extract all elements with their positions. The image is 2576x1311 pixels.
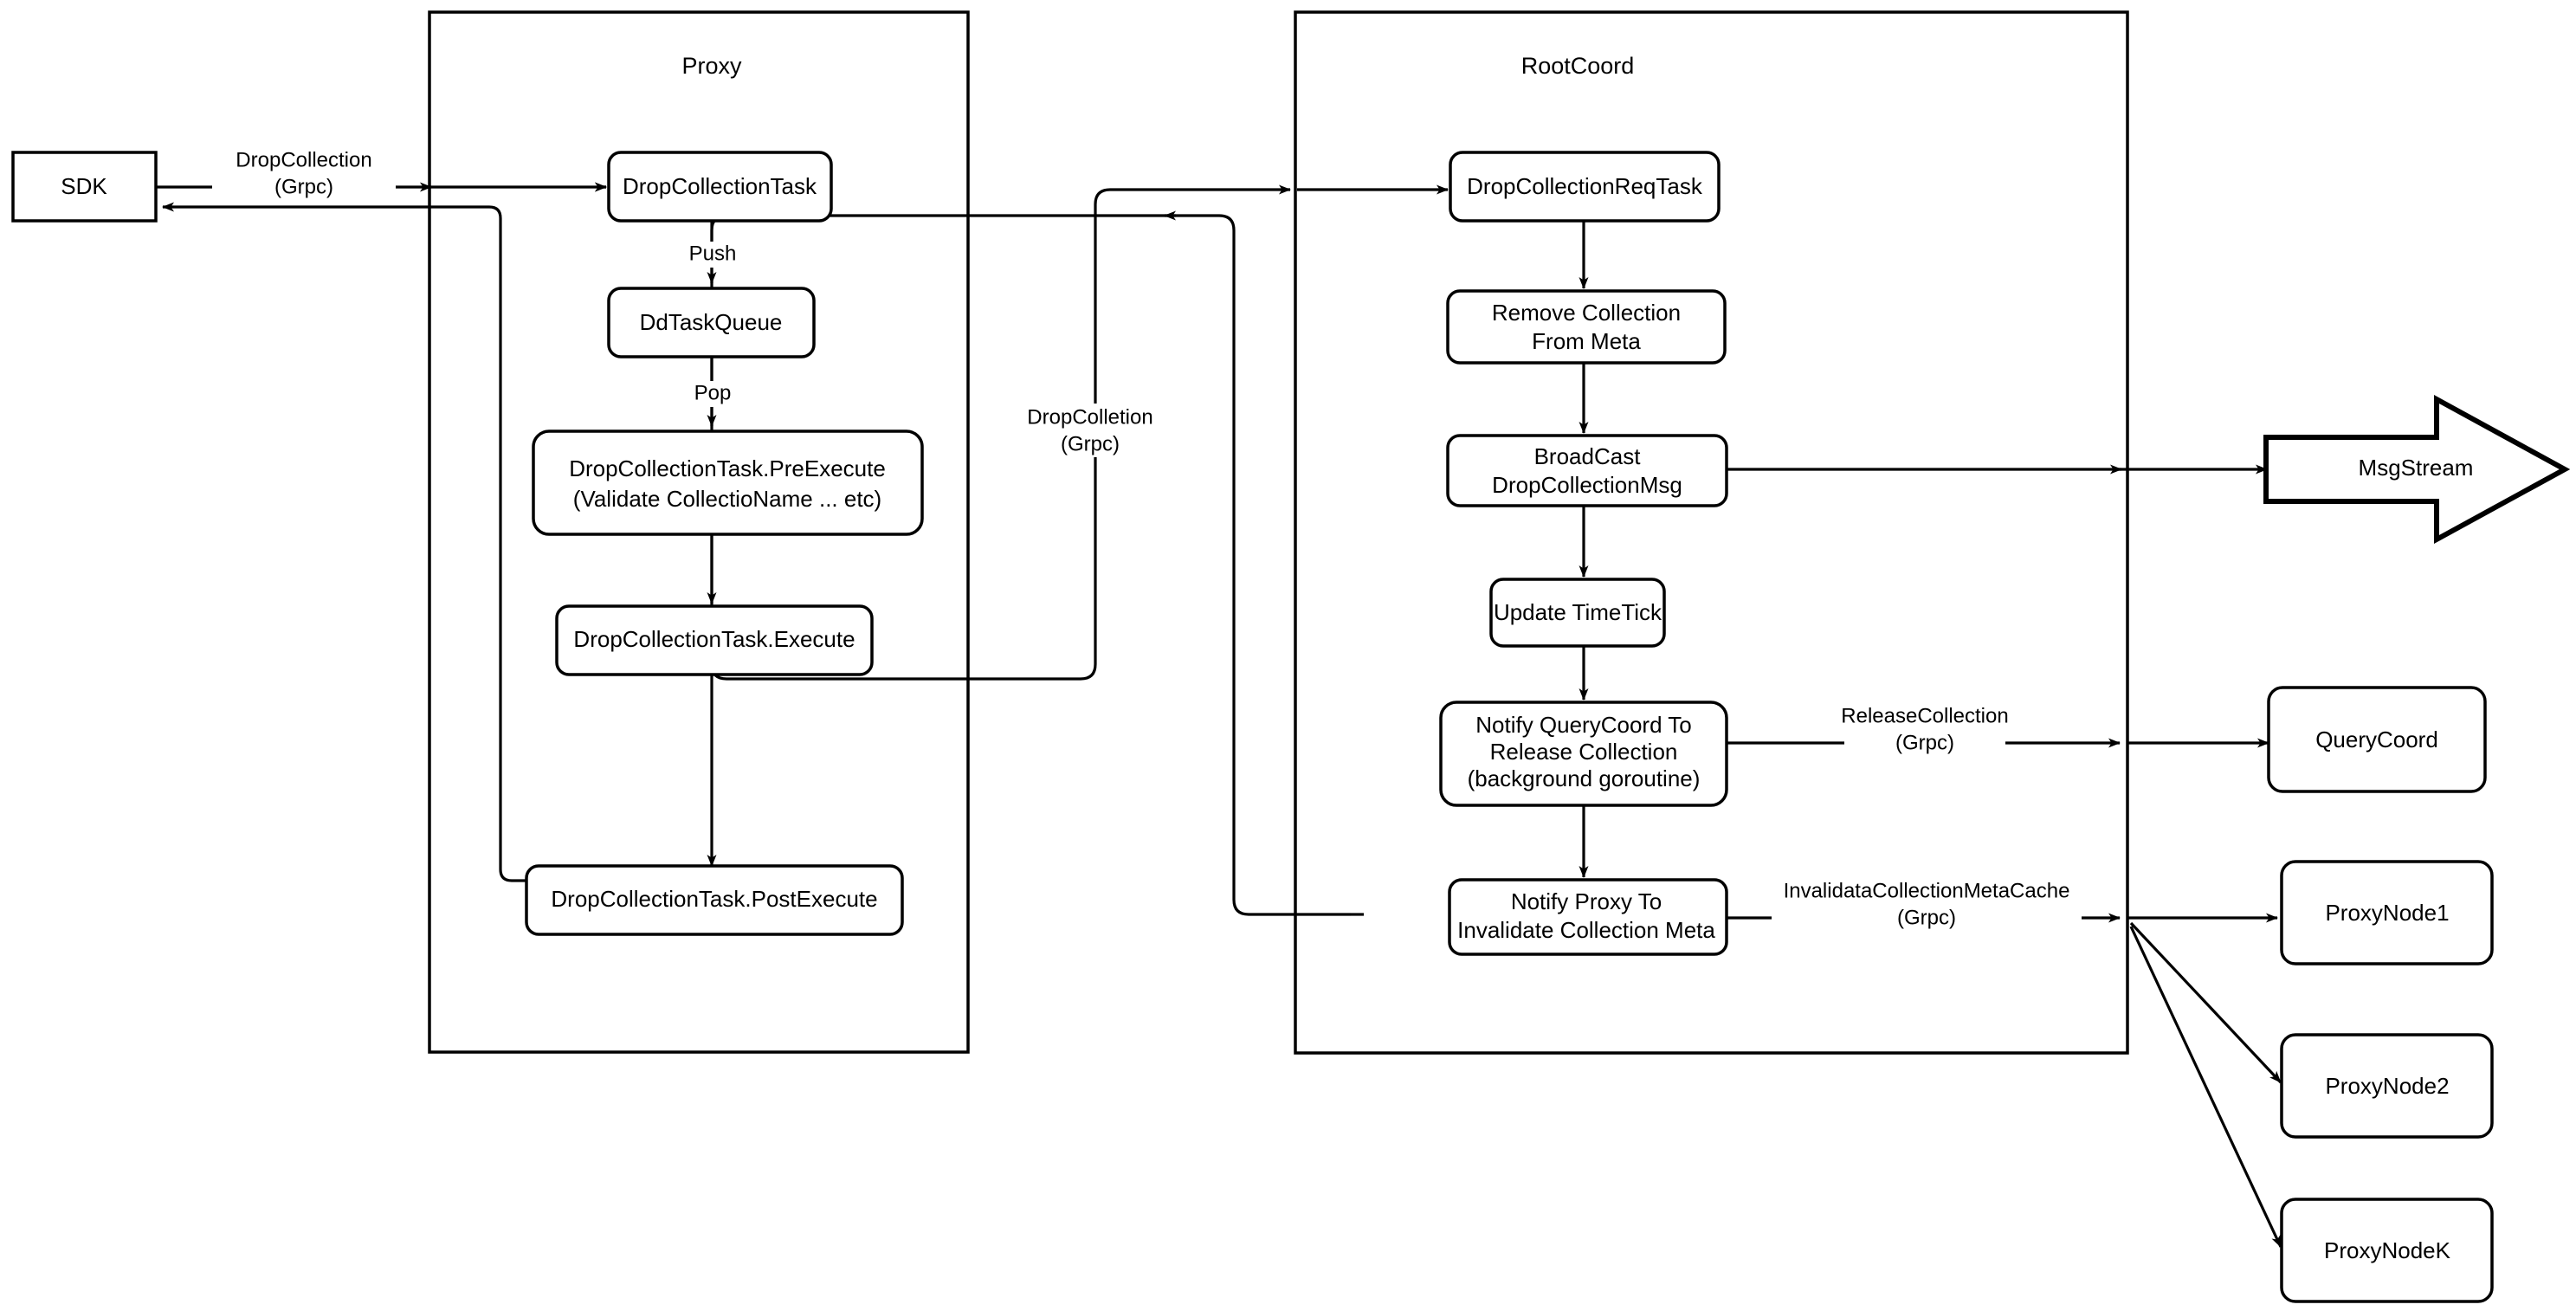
edge-label-pop-halo xyxy=(689,381,737,407)
pre-execute-label-line1: DropCollectionTask.PreExecute xyxy=(569,455,886,481)
proxy-container-border xyxy=(428,10,970,1054)
edge-rootcoord-return-line xyxy=(1165,214,1351,916)
node-proxynodek[interactable]: ProxyNodeK xyxy=(2280,1198,2494,1303)
proxynode2-box[interactable] xyxy=(2280,1033,2494,1139)
pre-execute-box[interactable] xyxy=(532,429,924,536)
proxynode1-label: ProxyNode1 xyxy=(2325,900,2449,926)
edge-label-release-collection-line1: ReleaseCollection xyxy=(1841,704,2008,727)
node-broadcast-drop-collection-msg[interactable]: BroadCast DropCollectionMsg xyxy=(1446,434,1728,507)
post-execute-label: DropCollectionTask.PostExecute xyxy=(551,886,877,912)
node-update-timetick[interactable]: Update TimeTick xyxy=(1489,578,1666,648)
node-dd-task-queue[interactable]: DdTaskQueue xyxy=(607,287,816,358)
proxynode1-box[interactable] xyxy=(2280,860,2494,965)
notify-querycoord-box[interactable] xyxy=(1439,701,1728,807)
edge-label-release-collection-halo xyxy=(1844,705,2005,759)
update-timetick-box[interactable] xyxy=(1489,578,1666,648)
edge-notify-proxy-to-proxynodek xyxy=(2129,926,2282,1248)
msgstream-label: MsgStream xyxy=(2359,455,2474,481)
proxynodek-label: ProxyNodeK xyxy=(2324,1237,2451,1263)
edge-label-proxy-rootcoord-halo xyxy=(1024,404,1175,457)
edge-label-release-collection: ReleaseCollection (Grpc) xyxy=(1841,704,2009,759)
remove-meta-label-line1: Remove Collection xyxy=(1492,300,1681,326)
edge-label-invalidate-cache-halo xyxy=(1772,880,2082,933)
proxynode2-label: ProxyNode2 xyxy=(2325,1073,2449,1099)
node-querycoord[interactable]: QueryCoord xyxy=(2267,686,2487,793)
notify-querycoord-label-line3: (background goroutine) xyxy=(1468,765,1701,791)
edge-label-invalidate-cache-line1: InvalidataCollectionMetaCache xyxy=(1784,879,2070,902)
broadcast-label-line1: BroadCast xyxy=(1534,443,1642,469)
node-proxynode1[interactable]: ProxyNode1 xyxy=(2280,860,2494,965)
node-execute[interactable]: DropCollectionTask.Execute xyxy=(555,604,874,676)
notify-proxy-label-line1: Notify Proxy To xyxy=(1511,888,1662,914)
edge-label-push: Push xyxy=(686,242,739,268)
broadcast-box[interactable] xyxy=(1446,434,1728,507)
container-proxy: Proxy xyxy=(428,10,970,1054)
req-task-label: DropCollectionReqTask xyxy=(1467,173,1703,199)
drop-collection-task-label: DropCollectionTask xyxy=(623,173,817,199)
pre-execute-label-line2: (Validate CollectioName ... etc) xyxy=(573,486,881,512)
edge-label-proxy-to-rootcoord: DropColletion (Grpc) xyxy=(1024,404,1175,457)
execute-box[interactable] xyxy=(555,604,874,676)
edge-label-drop-collection-line2: (Grpc) xyxy=(274,175,333,198)
notify-proxy-label-line2: Invalidate Collection Meta xyxy=(1457,917,1715,943)
sdk-label: SDK xyxy=(61,173,107,199)
node-proxynode2[interactable]: ProxyNode2 xyxy=(2280,1033,2494,1139)
sdk-box[interactable] xyxy=(11,151,158,223)
edge-label-sdk-halo xyxy=(212,149,396,203)
proxy-container-label: Proxy xyxy=(681,53,742,79)
remove-meta-box[interactable] xyxy=(1446,289,1727,365)
edge-label-invalidate-cache-line2: (Grpc) xyxy=(1897,906,1956,929)
post-execute-box[interactable] xyxy=(525,864,904,936)
msgstream-arrow-shape[interactable] xyxy=(2263,394,2571,545)
node-post-execute[interactable]: DropCollectionTask.PostExecute xyxy=(525,864,904,936)
dd-task-queue-label: DdTaskQueue xyxy=(640,309,783,335)
querycoord-box[interactable] xyxy=(2267,686,2487,793)
edge-label-dropcolletion-line1: DropColletion xyxy=(1027,405,1152,429)
edge-label-release-collection-line2: (Grpc) xyxy=(1895,731,1954,754)
edge-label-push-text: Push xyxy=(689,242,737,265)
edge-label-drop-collection-line1: DropCollection xyxy=(236,148,371,171)
edge-notify-proxy-to-proxynode2 xyxy=(2129,921,2282,1084)
node-remove-collection-from-meta[interactable]: Remove Collection From Meta xyxy=(1446,289,1727,365)
edge-label-dropcolletion-line2: (Grpc) xyxy=(1061,432,1120,455)
notify-querycoord-label-line2: Release Collection xyxy=(1490,739,1678,765)
node-sdk[interactable]: SDK xyxy=(11,151,158,223)
node-req-task[interactable]: DropCollectionReqTask xyxy=(1449,151,1721,223)
querycoord-label: QueryCoord xyxy=(2315,727,2438,752)
drop-collection-task-box[interactable] xyxy=(607,151,833,223)
notify-querycoord-label-line1: Notify QueryCoord To xyxy=(1475,712,1692,738)
node-drop-collection-task[interactable]: DropCollectionTask xyxy=(607,151,833,223)
rootcoord-container-border xyxy=(1294,10,2129,1055)
update-timetick-label: Update TimeTick xyxy=(1494,599,1662,625)
notify-proxy-box[interactable] xyxy=(1448,878,1728,956)
node-notify-proxy[interactable]: Notify Proxy To Invalidate Collection Me… xyxy=(1448,878,1728,956)
edge-label-pop-text: Pop xyxy=(694,381,732,404)
container-rootcoord: RootCoord xyxy=(1294,10,2129,1055)
execute-label: DropCollectionTask.Execute xyxy=(573,626,855,652)
dd-task-queue-box[interactable] xyxy=(607,287,816,358)
req-task-box[interactable] xyxy=(1449,151,1721,223)
proxynodek-box[interactable] xyxy=(2280,1198,2494,1303)
edge-label-sdk-to-proxy: DropCollection (Grpc) xyxy=(212,148,396,203)
node-notify-querycoord[interactable]: Notify QueryCoord To Release Collection … xyxy=(1439,701,1728,807)
edge-label-pop: Pop xyxy=(689,381,737,407)
edge-post-execute-to-sdk xyxy=(162,202,526,882)
remove-meta-label-line2: From Meta xyxy=(1532,328,1641,354)
edge-label-push-halo xyxy=(686,242,739,268)
edge-label-invalidate-cache: InvalidataCollectionMetaCache (Grpc) xyxy=(1772,879,2082,933)
node-msgstream[interactable]: MsgStream xyxy=(2263,394,2571,545)
node-pre-execute[interactable]: DropCollectionTask.PreExecute (Validate … xyxy=(532,429,924,536)
broadcast-label-line2: DropCollectionMsg xyxy=(1492,472,1682,498)
rootcoord-container-label: RootCoord xyxy=(1521,53,1635,79)
